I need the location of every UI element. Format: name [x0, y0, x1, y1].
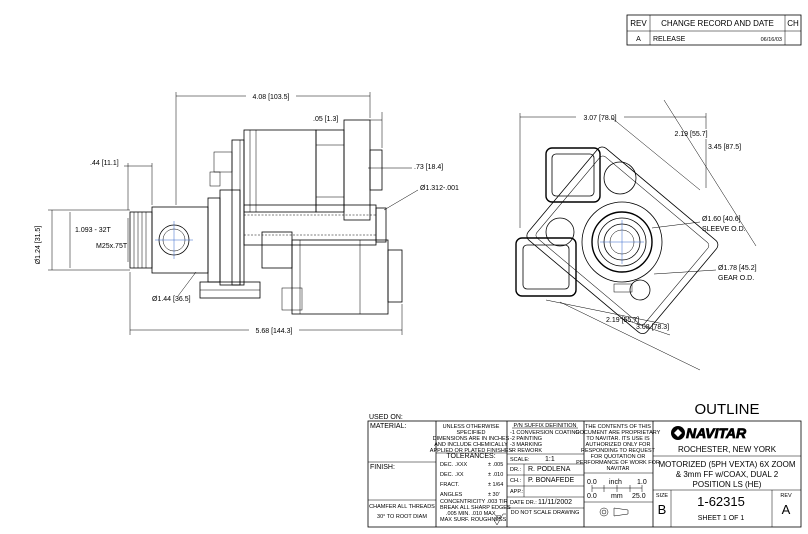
thread-1-093: 1.093 - 32T: [75, 227, 112, 234]
dim-0-44: .44 [11.1]: [90, 160, 119, 167]
gear-label: GEAR O.D.: [718, 275, 754, 282]
pn-suffix-3: -3 MARKING: [510, 442, 542, 448]
proprietary-line6: FOR QUOTATION OR: [591, 454, 646, 460]
dim-overall-length: 5.68 [144.3]: [256, 328, 293, 335]
checked-label: CH.:: [510, 478, 521, 484]
ch-header: CH: [787, 19, 799, 28]
pn-suffix-2: -2 PAINTING: [510, 436, 542, 442]
checked-by: P. BONAFEDE: [528, 477, 574, 484]
roughness-symbol-icon: [493, 513, 506, 526]
part-number: 1-62315: [697, 494, 745, 509]
sleeve-label: SLEEVE O.D.: [702, 226, 746, 233]
unless-line5: APPLIED OR PLATED FINISHES: [430, 448, 513, 454]
gear-diameter: Ø1.78 [45.2]: [718, 265, 757, 272]
pn-suffix-1: -1 CONVERSION COATING: [510, 430, 580, 436]
drawn-by: R. PODLENA: [528, 466, 571, 473]
tol-label-1: DEC. .XX: [440, 472, 464, 478]
description-line3: POSITION LS (HE): [693, 480, 762, 489]
pn-suffix-title: P/N SUFFIX DEFINITION: [514, 423, 577, 429]
rev-header: REV: [630, 19, 647, 28]
tol-label-0: DEC. .XXX: [440, 462, 468, 468]
proprietary-line7: PERFORMANCE OF WORK FOR: [576, 460, 660, 466]
svg-text:NAVITAR: NAVITAR: [686, 425, 747, 441]
sleeve-diameter: Ø1.60 [40.6]: [702, 216, 741, 223]
rev-value: A: [636, 36, 641, 43]
rev-block-value: A: [782, 502, 791, 517]
dim-3-07: 3.07 [78.0]: [583, 115, 616, 122]
dim-4-08: 4.08 [103.5]: [253, 94, 290, 101]
description-line1: MOTORIZED (5PH VEXTA) 6X ZOOM: [658, 460, 795, 469]
tol-value-2: ± 1/64: [488, 482, 503, 488]
proprietary-line8: NAVITAR: [606, 466, 629, 472]
date-label: DATE DR.:: [510, 500, 537, 506]
side-view: 5.68 [144.3] 4.08 [103.5] .05 [1.3] .44 …: [35, 91, 459, 335]
roughness-value: 32: [495, 515, 501, 521]
dim-3-08: 3.08 [78.3]: [636, 324, 669, 331]
dim-0-73: .73 [18.4]: [414, 164, 443, 171]
material-label: MATERIAL:: [370, 423, 406, 430]
mm-zero: 0.0: [587, 493, 597, 500]
proprietary-line4: AUTHORIZED ONLY FOR: [586, 442, 651, 448]
scale-value: 1:1: [545, 456, 555, 463]
mm-label: mm: [611, 493, 623, 500]
change-header: CHANGE RECORD AND DATE: [661, 19, 774, 28]
dim-0-05: .05 [1.3]: [313, 116, 338, 123]
used-on-label: USED ON:: [369, 414, 403, 421]
drawn-label: DR.:: [510, 467, 521, 473]
dim-dia-1-24: Ø1.24 [31.5]: [35, 226, 42, 265]
dim-3-45: 3.45 [87.5]: [708, 144, 741, 151]
outline-title: OUTLINE: [694, 401, 759, 418]
rev-block-label: REV: [780, 493, 792, 499]
title-block: USED ON: MATERIAL: FINISH: CHAMFER ALL T…: [367, 401, 802, 528]
unless-line2: SPECIFIED: [456, 430, 485, 436]
tol-label-3: ANGLES: [440, 492, 463, 498]
end-view: 3.07 [78.0] 2.19 [55.7] 3.45 [87.5] Ø1.6…: [515, 99, 757, 371]
tol-value-0: ± .005: [488, 462, 503, 468]
tol-value-3: ± 30': [488, 492, 500, 498]
dim-dia-1-312: Ø1.312-.001: [420, 185, 459, 192]
change-date: 06/16/03: [761, 37, 782, 43]
revision-table: REV CHANGE RECORD AND DATE CH A RELEASE …: [626, 14, 802, 46]
description-line2: & 3mm FF w/COAX, DUAL 2: [676, 470, 779, 479]
date-drawn: 11/11/2002: [538, 499, 572, 506]
inch-zero: 0.0: [587, 479, 597, 486]
tolerances-label: TOLERANCES:: [446, 453, 495, 460]
break-edges-line1: BREAK ALL SHARP EDGES: [440, 505, 511, 511]
tol-label-2: FRACT.: [440, 482, 460, 488]
dim-dia-1-44: Ø1.44 [36.5]: [152, 296, 191, 303]
do-not-scale: DO NOT SCALE DRAWING: [511, 510, 580, 516]
size-label: SIZE: [656, 493, 669, 499]
projection-symbol-icon: [599, 507, 609, 517]
thread-m25: M25x.75T: [96, 243, 128, 250]
inch-label: inch: [609, 479, 622, 486]
mm-twentyfive: 25.0: [632, 493, 646, 500]
proprietary-line5: RESPONDING TO REQUEST: [581, 448, 656, 454]
finish-label: FINISH:: [370, 464, 395, 471]
scale-label: SCALE:: [510, 457, 530, 463]
proprietary-line3: TO NAVITAR. ITS USE IS: [586, 436, 650, 442]
approved-label: APP.:: [510, 489, 524, 495]
pn-suffix-4: -R REWORK: [510, 448, 542, 454]
unless-line3: DIMENSIONS ARE IN INCHES: [433, 436, 510, 442]
proprietary-line2: DOCUMENT ARE PROPRIETARY: [576, 430, 661, 436]
concentricity: CONCENTRICITY .003 TIR: [440, 499, 508, 505]
dim-2-19-top: 2.19 [55.7]: [674, 131, 707, 138]
chamfer-line2: 30° TO ROOT DIAM: [377, 514, 427, 520]
break-edges-line2: .005 MIN. .010 MAX: [446, 511, 496, 517]
dim-2-19-bottom: 2.19 [55.7]: [606, 317, 639, 324]
sheet-number: SHEET 1 OF 1: [698, 515, 745, 522]
max-surf-roughness: MAX SURF. ROUGHNESS: [440, 517, 507, 523]
unless-line4: AND INCLUDE CHEMICALLY: [434, 442, 508, 448]
size-value: B: [658, 502, 667, 517]
company-location: ROCHESTER, NEW YORK: [678, 445, 777, 454]
tol-value-1: ± .010: [488, 472, 503, 478]
unless-line1: UNLESS OTHERWISE: [443, 424, 500, 430]
inch-one: 1.0: [637, 479, 647, 486]
navitar-logo: NAVITAR: [671, 425, 747, 441]
chamfer-line1: CHAMFER ALL THREADS: [369, 504, 435, 510]
change-value: RELEASE: [653, 36, 686, 43]
proprietary-line1: THE CONTENTS OF THIS: [585, 424, 651, 430]
